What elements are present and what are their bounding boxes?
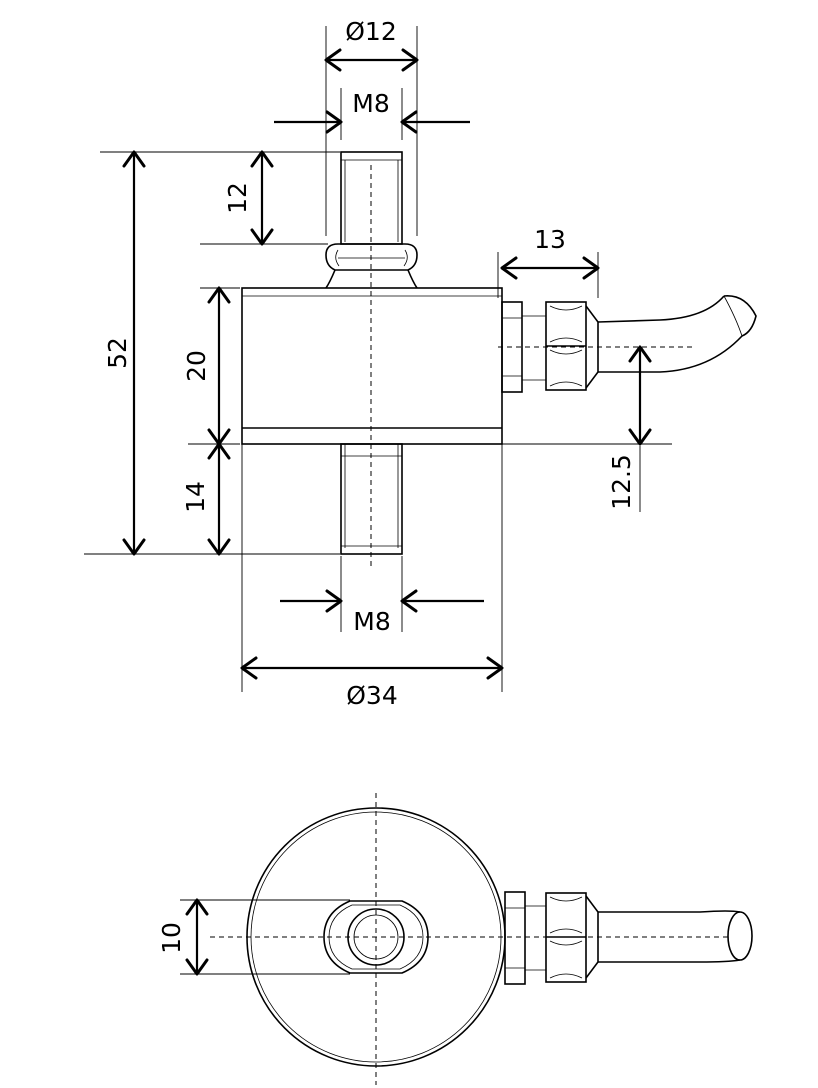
label-body-diameter: Ø34 [346,681,398,710]
load-cell-body [241,287,503,445]
dim-top-thread: M8 [274,89,470,134]
extension-lines [84,26,672,692]
dim-connector-length: 13 [500,225,600,280]
label-bottom-stud-height: 14 [181,481,210,513]
bottom-stud [340,443,403,555]
label-flat-width: 10 [157,922,186,954]
label-bottom-thread: M8 [353,607,390,636]
hex-nut [325,243,418,289]
label-body-height: 20 [182,350,211,382]
dim-total-height: 52 [103,150,146,556]
dim-bottom-thread: M8 [280,589,484,636]
dim-bottom-stud-height: 14 [181,442,231,556]
top-view: 10 [157,793,753,1085]
dim-body-height: 20 [182,286,231,446]
label-top-stud-height: 12 [223,182,252,214]
cable [597,295,757,373]
top-view-cable [598,910,753,963]
side-view: Ø12 M8 52 12 20 [84,17,757,710]
top-view-extension-lines [180,899,350,975]
label-top-stud-diameter: Ø12 [345,17,397,46]
label-connector-length: 13 [534,225,566,254]
dim-top-stud-height: 12 [223,150,274,246]
dim-flat-width: 10 [157,898,209,976]
dim-top-stud-diameter: Ø12 [324,17,419,72]
label-cable-height: 12.5 [607,454,636,510]
cable-gland [501,301,599,393]
dim-cable-height: 12.5 [607,345,652,510]
dim-body-diameter: Ø34 [240,656,504,710]
label-total-height: 52 [103,337,132,369]
label-top-thread: M8 [352,89,389,118]
top-view-cable-gland [504,891,599,985]
top-view-hex-nut [323,900,429,974]
